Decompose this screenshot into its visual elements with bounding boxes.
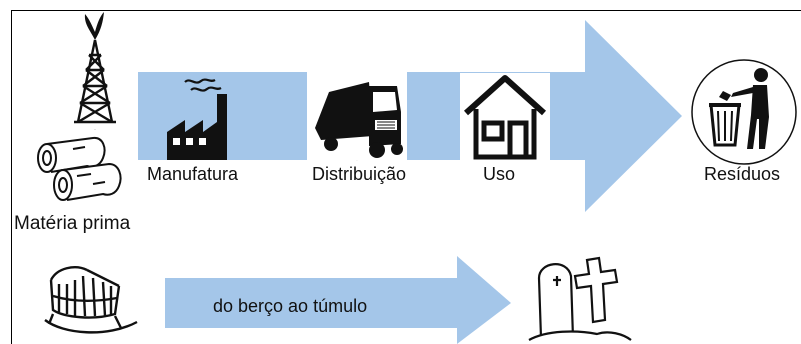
cradle-icon	[44, 266, 138, 334]
logs-icon	[37, 136, 122, 201]
manufacturing-label: Manufatura	[147, 164, 239, 184]
distribution-label: Distribuição	[312, 164, 407, 184]
factory-icon	[167, 78, 227, 160]
oil-derrick-icon: ~	[74, 12, 116, 131]
svg-text:~: ~	[94, 127, 96, 131]
waste-label: Resíduos	[704, 164, 781, 184]
svg-text:.: .	[357, 158, 358, 162]
tombstone-icon	[528, 256, 632, 341]
use-label: Uso	[483, 164, 516, 184]
house-icon	[460, 73, 550, 163]
cradle-to-grave-label: do berço ao túmulo	[213, 296, 368, 316]
diagram-frame	[11, 10, 801, 344]
truck-icon: .	[307, 72, 407, 164]
trash-icon	[691, 59, 797, 165]
raw-material-label: Matéria prima	[14, 213, 131, 234]
cradle-to-grave-arrow	[165, 256, 511, 344]
